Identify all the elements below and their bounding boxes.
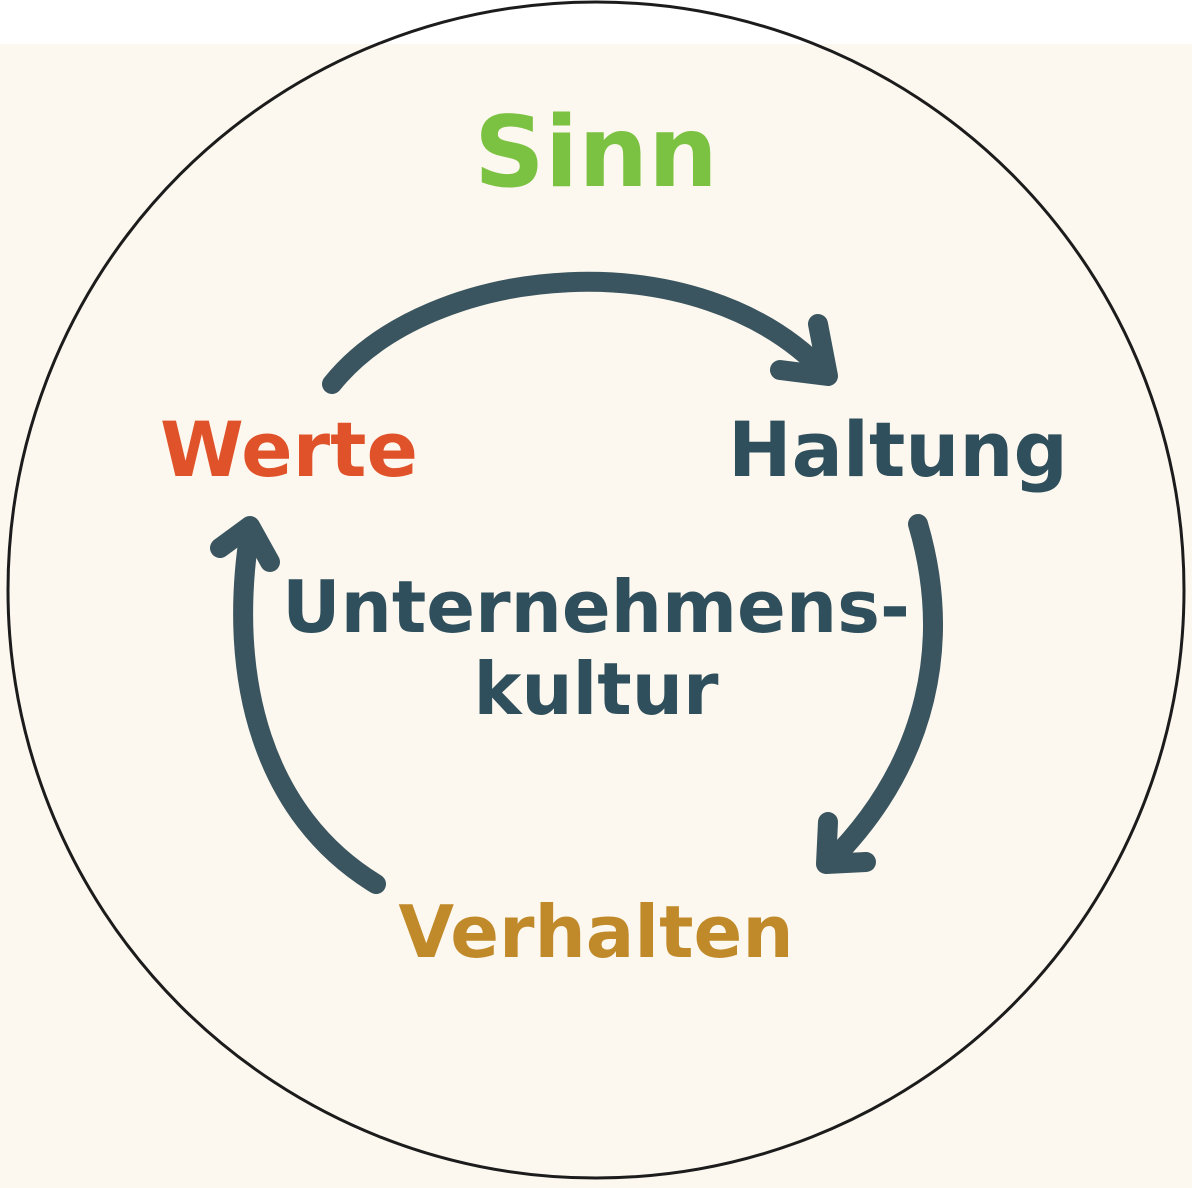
center-label-line1: Unternehmens- (282, 565, 910, 649)
center-label: Unternehmens- kultur (0, 566, 1192, 730)
outer-circle (6, 0, 1186, 1180)
sinn-label: Sinn (474, 96, 718, 210)
verhalten-label: Verhalten (398, 890, 794, 974)
arrow-werte-to-haltung (322, 271, 838, 394)
arrow-verhalten-to-werte (210, 516, 386, 894)
werte-label: Werte (160, 405, 419, 494)
center-label-line2: kultur (473, 647, 719, 731)
haltung-label: Haltung (728, 405, 1068, 494)
top-band (0, 0, 1192, 44)
arrow-haltung-to-verhalten (816, 514, 943, 874)
